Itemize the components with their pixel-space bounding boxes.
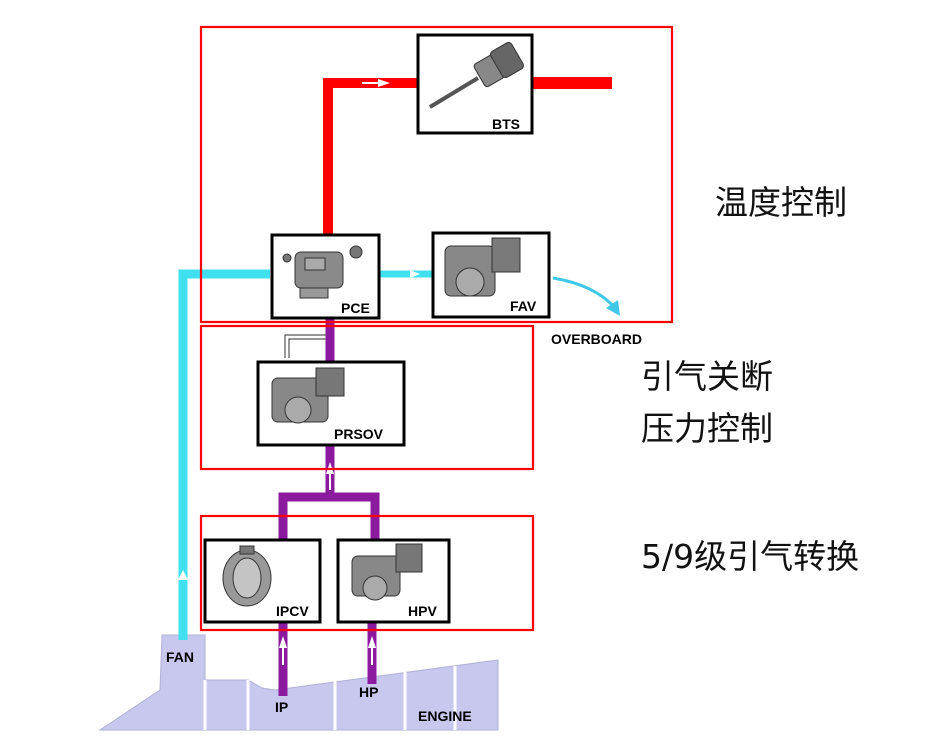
ipcv-valve-icon [222, 545, 272, 607]
pce-component: PCE [270, 233, 381, 320]
engine-label: ENGINE [418, 708, 472, 724]
hpv-label: HPV [408, 603, 437, 619]
temperature-control-label: 温度控制 [715, 183, 847, 222]
overboard-arrowhead [606, 300, 620, 316]
pce-label: PCE [341, 300, 370, 316]
pce-valve-icon [282, 245, 363, 299]
frame-temperature-control [199, 25, 674, 324]
bypass-line [288, 338, 326, 358]
hot-duct [323, 78, 418, 235]
hpv-component: HPV [336, 538, 451, 624]
stage-transfer-label: 5/9级引气转换 [641, 537, 860, 576]
fav-component: FAV [431, 231, 551, 319]
ip-label: IP [275, 699, 288, 715]
hpv-valve-icon [351, 543, 423, 601]
prsov-label: PRSOV [334, 426, 384, 442]
pressure-control-label: 压力控制 [641, 409, 773, 448]
prsov-valve-icon [271, 367, 345, 424]
bts-label: BTS [492, 116, 520, 132]
ipcv-label: IPCV [276, 603, 309, 619]
bleed-shutoff-label: 引气关断 [641, 357, 773, 396]
bypass-line [284, 334, 326, 358]
fav-valve-icon [444, 237, 521, 297]
prsov-component: PRSOV [256, 360, 406, 447]
ipcv-component: IPCV [203, 538, 322, 624]
fan-air-duct [178, 269, 270, 640]
bts-component: BTS [416, 33, 534, 135]
bleed-duct-manifold [278, 492, 380, 540]
fan-air-arrow-right [410, 270, 420, 278]
fan-label: FAN [166, 649, 194, 665]
frame-stage-transfer [199, 514, 535, 632]
frame-shutoff-pressure [199, 324, 535, 471]
overboard-label: OVERBOARD [551, 331, 642, 347]
fan-air-arrow [178, 570, 188, 580]
overboard-arrow [552, 276, 617, 309]
fav-label: FAV [510, 298, 537, 314]
hot-duct-arrow [378, 79, 390, 87]
hp-label: HP [359, 684, 378, 700]
bts-sensor-icon [428, 41, 524, 109]
